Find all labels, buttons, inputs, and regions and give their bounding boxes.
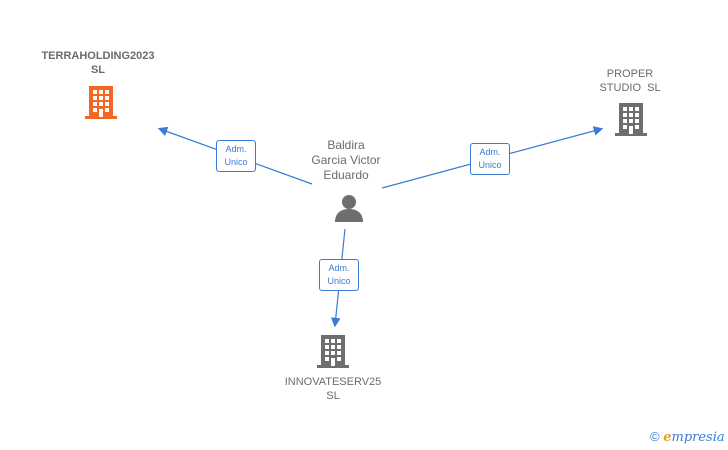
empresia-watermark: © empresia xyxy=(650,429,725,445)
company-label-innovateserv[interactable]: INNOVATESERV25 SL xyxy=(284,376,382,402)
relation-label-proper-studio: Adm. Unico xyxy=(470,143,510,175)
copyright-symbol: © xyxy=(650,429,660,444)
building-icon[interactable] xyxy=(85,84,117,120)
relation-label-terraholding: Adm. Unico xyxy=(216,140,256,172)
building-icon[interactable] xyxy=(615,101,647,137)
company-label-terraholding[interactable]: TERRAHOLDING2023 SL xyxy=(41,50,155,76)
building-icon[interactable] xyxy=(317,333,349,369)
person-icon[interactable] xyxy=(334,193,364,223)
relation-label-innovateserv: Adm. Unico xyxy=(319,259,359,291)
brand-logo: empresia xyxy=(663,430,725,445)
company-label-proper-studio[interactable]: PROPER STUDIO SL xyxy=(599,68,661,94)
person-name-label[interactable]: Baldira Garcia Victor Eduardo xyxy=(311,138,381,182)
